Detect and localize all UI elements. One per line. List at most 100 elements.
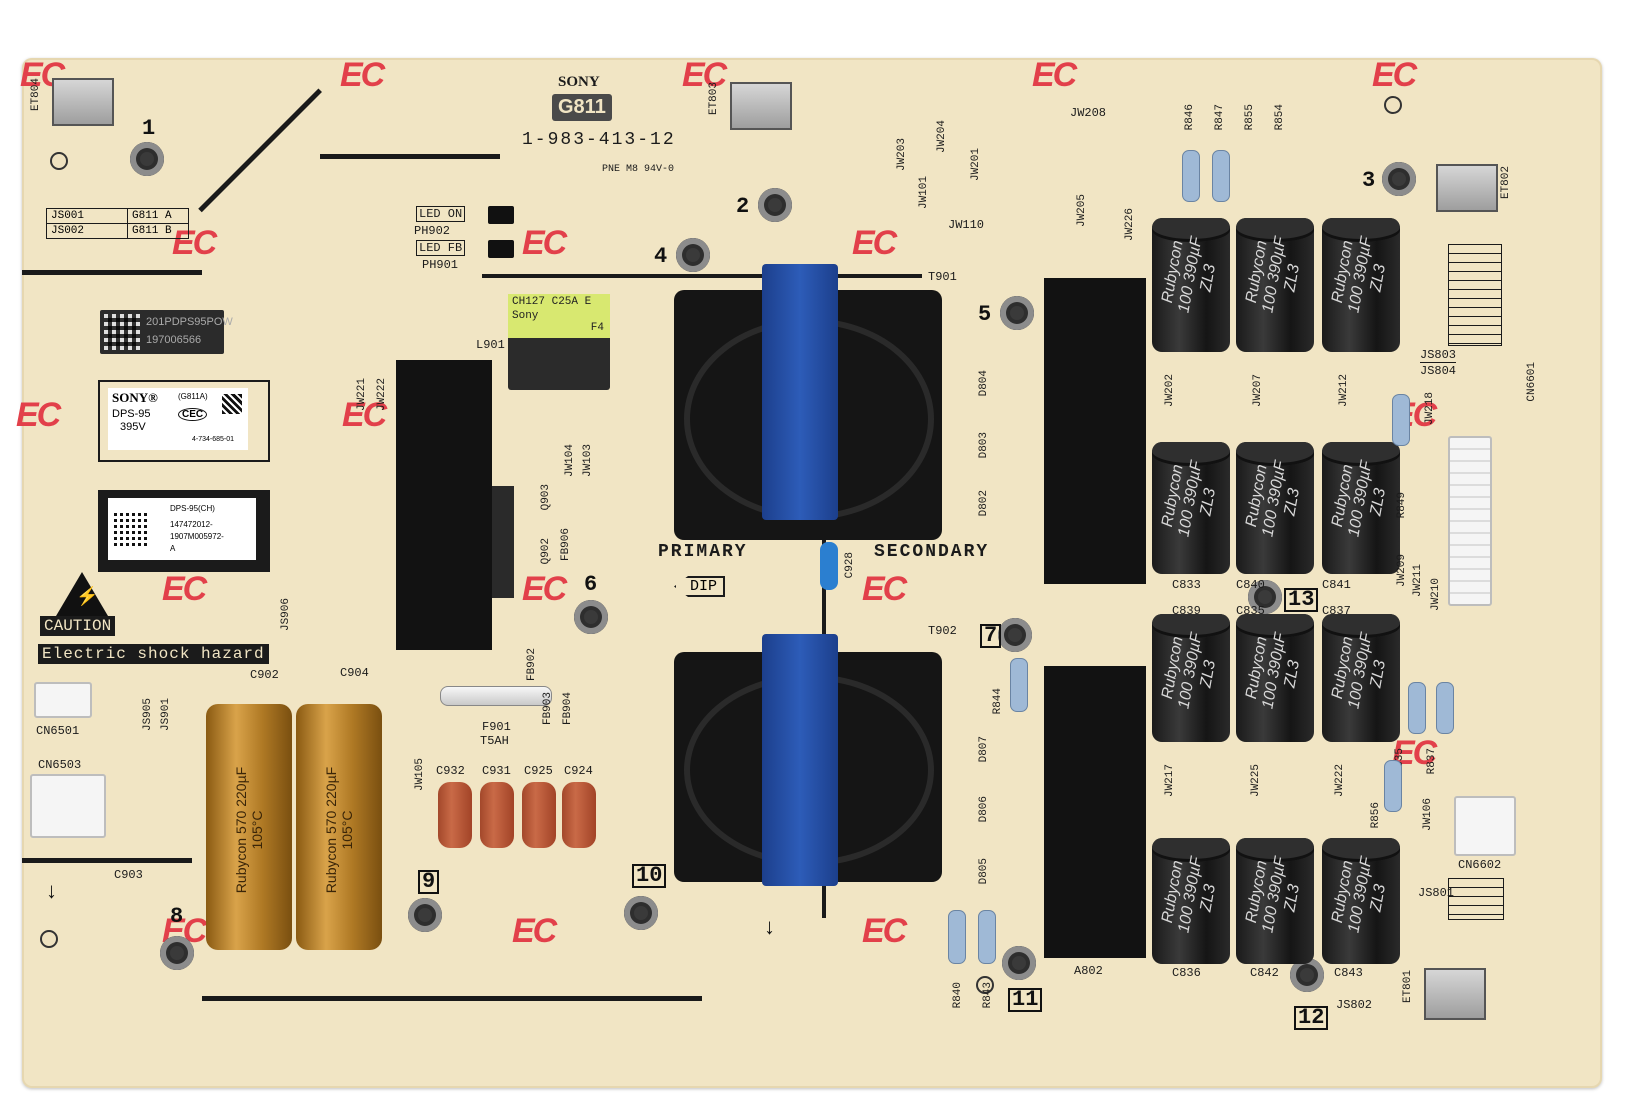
capacitor-label: Rubycon 100 390µF ZL3 [1158, 631, 1219, 711]
qr-code-icon [104, 314, 140, 350]
isolation-line-bottom [202, 996, 702, 1001]
ref-jw203: JW203 [896, 138, 908, 172]
ref-jw209: JW209 [1396, 554, 1408, 588]
ground-bracket-et801 [1424, 968, 1486, 1020]
ref-jw110: JW110 [948, 218, 985, 232]
ref-cn6501: CN6501 [36, 724, 80, 738]
mounting-hole-9 [408, 898, 442, 932]
inductor-line2: Sony [512, 310, 539, 322]
dip-arrow-icon: DIP [674, 576, 726, 597]
mount-number-13: 13 [1284, 588, 1319, 612]
ref-jw105: JW105 [414, 758, 426, 792]
connector-cn6601[interactable] [1448, 436, 1492, 606]
high-voltage-warning-icon [56, 572, 108, 616]
ec-mark: EC [1032, 56, 1077, 94]
ref-c843: C843 [1334, 966, 1363, 980]
isolation-line-left [22, 270, 202, 275]
connector-cn6501[interactable] [34, 682, 92, 718]
ref-c902: C902 [250, 668, 279, 682]
output-capacitor-c835: Rubycon 100 390µF ZL3 [1236, 614, 1314, 742]
output-capacitor-c843: Rubycon 100 390µF ZL3 [1322, 838, 1400, 964]
sony-label-cert: CEC [178, 408, 208, 421]
ref-js901: JS901 [160, 698, 172, 732]
jumper-name: JS001 [47, 209, 128, 223]
jumper-value: G811 B [132, 225, 172, 237]
ref-r847: R847 [1214, 104, 1226, 131]
ref-jw104: JW104 [564, 444, 576, 478]
ref-js803: JS803 [1420, 348, 1457, 363]
ec-mark: EC [862, 912, 907, 950]
output-capacitor-c840: Rubycon 100 390µF ZL3 [1236, 442, 1314, 574]
ref-r843: R843 [982, 982, 994, 1009]
mount-number-1: 1 [142, 116, 156, 141]
capacitor-label: Rubycon 570 220µF 105°C [233, 766, 265, 894]
resistor-r856 [1384, 760, 1402, 812]
inductor-l901: CH127 C25A E Sony F4 [508, 294, 610, 390]
isolation-line-mid [482, 274, 922, 278]
ec-mark: EC [522, 224, 567, 262]
film-capacitor-c924 [562, 782, 596, 848]
inductor-line1: CH127 C25A E [512, 296, 592, 308]
ref-t901: T901 [928, 270, 957, 284]
ref-jw211: JW211 [1412, 564, 1424, 598]
mount-number-11: 11 [1008, 988, 1043, 1012]
isolation-line-top [320, 154, 500, 159]
barcode-line3: 1907M005972- [170, 532, 224, 541]
mounting-hole-11 [1002, 946, 1036, 980]
output-capacitor: Rubycon 100 390µF ZL3 [1236, 218, 1314, 352]
secondary-label: SECONDARY [874, 542, 990, 562]
ref-r856: R856 [1370, 802, 1382, 829]
ref-jw221: JW221 [356, 378, 368, 412]
transformer-t902-tape [762, 634, 838, 886]
connector-cn6503[interactable] [30, 774, 106, 838]
capacitor-label: Rubycon 100 390µF ZL3 [1328, 631, 1389, 711]
material-marking: PNE M8 94V-0 [602, 164, 675, 175]
caution-label: CAUTION [40, 616, 116, 636]
output-capacitor: Rubycon 100 390µF ZL3 [1152, 218, 1230, 352]
ref-c836: C836 [1172, 966, 1201, 980]
bulk-capacitor-c904: Rubycon 570 220µF 105°C [296, 704, 382, 950]
inductor-line3: F4 [590, 322, 604, 334]
pcb-board: EC EC EC EC EC EC EC EC EC EC EC EC EC E… [16, 56, 1602, 1088]
ref-d802: D802 [978, 490, 990, 517]
pin-table-cn6601 [1448, 244, 1502, 346]
ref-jw225: JW225 [1250, 764, 1262, 798]
y-capacitor-c928 [820, 542, 838, 590]
output-capacitor-c833: Rubycon 100 390µF ZL3 [1152, 442, 1230, 574]
ref-jw222: JW222 [376, 378, 388, 412]
sony-label-voltage: 395V [120, 421, 146, 433]
dip-label: DIP [690, 578, 718, 595]
capacitor-label: Rubycon 100 390µF ZL3 [1328, 459, 1389, 539]
mount-number-10: 10 [632, 864, 667, 888]
mounting-hole-5 [1000, 296, 1034, 330]
ref-js801: JS801 [1418, 886, 1455, 900]
mount-number-4: 4 [654, 244, 668, 269]
ground-bracket-et802 [1436, 164, 1498, 212]
resistor-r840 [948, 910, 966, 964]
secondary-heatsink-top [1044, 278, 1146, 584]
label-led-on: LED ON [416, 206, 466, 222]
ref-f901: F901 [482, 720, 511, 734]
ref-et802: ET802 [1500, 166, 1512, 200]
output-capacitor: Rubycon 100 390µF ZL3 [1322, 218, 1400, 352]
ref-jw222b: JW222 [1334, 764, 1346, 798]
ref-jw205: JW205 [1076, 194, 1088, 228]
jumper-row: JS002 G811 B [47, 224, 188, 238]
jumper-table: JS001 G811 A JS002 G811 B [46, 208, 189, 239]
label-ph901: PH901 [422, 258, 459, 272]
mounting-hole-8 [160, 936, 194, 970]
mounting-hole-13 [1248, 580, 1282, 614]
sony-label-frame [98, 380, 270, 462]
bulk-capacitor-c902: Rubycon 570 220µF 105°C [206, 704, 292, 950]
small-hole [50, 152, 68, 170]
ref-d806: D806 [978, 796, 990, 823]
ref-fb902: FB902 [526, 648, 538, 682]
ref-js802: JS802 [1336, 998, 1373, 1012]
ref-r855: R855 [1244, 104, 1256, 131]
film-capacitor-c931 [480, 782, 514, 848]
ec-mark: EC [862, 570, 907, 608]
ref-js906: JS906 [280, 598, 292, 632]
connector-cn6602[interactable] [1454, 796, 1516, 856]
resistor-r837 [1408, 682, 1426, 734]
output-capacitor-c836: Rubycon 100 390µF ZL3 [1152, 838, 1230, 964]
